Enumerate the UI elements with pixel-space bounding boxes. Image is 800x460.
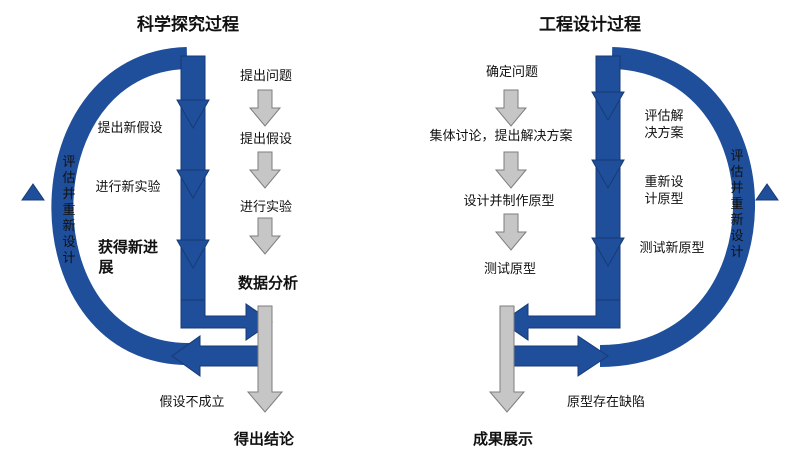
engineering-step-3: 设计并制作原型: [463, 194, 554, 209]
science-loop-arrowhead: [21, 183, 45, 201]
science-reevaluate-char: 设: [62, 235, 75, 250]
engineering-defect-arrow: [513, 335, 609, 377]
engineering-result: 成果展示: [473, 430, 533, 448]
science-loop-arc: [51, 47, 193, 366]
engineering-process: 工程设计过程 确定问题 集体讨论，提出解决方案 设计并制作原型 测试原型 成果展…: [429, 14, 779, 448]
science-gray-arrows: [246, 89, 284, 413]
science-flow-chevron-2: [176, 169, 210, 200]
engineering-reevaluate-char: 重: [730, 196, 743, 212]
engineering-gray-arrow-1: [494, 89, 528, 127]
engineering-step-1: 确定问题: [486, 65, 538, 80]
engineering-loop-arrowhead: [755, 183, 779, 201]
engineering-step-2: 集体讨论，提出解决方案: [429, 128, 572, 144]
engineering-gray-arrow-result: [488, 305, 526, 413]
science-gray-arrow-2: [248, 151, 282, 189]
science-loop-step-2: 进行新实验: [95, 179, 160, 195]
science-reevaluate-char: 重: [62, 202, 75, 218]
science-reevaluate-char: 并: [62, 187, 75, 202]
science-gray-arrow-conclusion: [246, 305, 284, 413]
engineering-loop-step-1a: 评估解: [644, 109, 683, 124]
engineering-title: 工程设计过程: [539, 14, 641, 35]
science-flow-chevron-1: [176, 99, 210, 130]
engineering-reevaluate-char: 设: [730, 229, 743, 244]
engineering-flow-chevron-2: [591, 159, 625, 190]
engineering-loop-step-2a: 重新设: [644, 174, 683, 190]
engineering-bend: [501, 299, 621, 341]
science-loop-step-1: 提出新假设: [97, 120, 162, 136]
engineering-loop-step-3: 测试新原型: [639, 240, 704, 256]
science-progress-line-1: 获得新进: [98, 238, 158, 256]
engineering-reevaluate-char: 新: [730, 212, 743, 228]
engineering-gray-arrows: [488, 89, 528, 413]
engineering-reevaluate-char: 估: [730, 165, 743, 180]
engineering-flow-chevron-3: [591, 237, 625, 268]
science-gray-arrow-1: [248, 89, 282, 127]
science-step-1: 提出问题: [240, 68, 292, 84]
science-not-valid: 假设不成立: [159, 395, 224, 410]
science-step-2: 提出假设: [240, 131, 292, 147]
science-reevaluate-char: 新: [62, 218, 75, 234]
engineering-reevaluate-char: 并: [730, 181, 743, 196]
science-progress-line-2: 展: [98, 258, 113, 276]
science-reevaluate-char: 评: [62, 155, 75, 170]
science-gray-arrow-3: [248, 217, 282, 255]
science-return-arrow: [171, 335, 263, 377]
science-flow-chevron-3: [176, 239, 210, 270]
science-analysis: 数据分析: [238, 274, 298, 292]
science-step-3: 进行实验: [240, 199, 292, 215]
engineering-loop-arc: [599, 47, 755, 367]
engineering-reevaluate-char: 评: [730, 149, 743, 164]
engineering-step-4: 测试原型: [484, 262, 536, 277]
engineering-loop-step-1b: 决方案: [644, 125, 683, 141]
science-title: 科学探究过程: [137, 14, 239, 35]
engineering-gray-arrow-2: [494, 151, 528, 189]
engineering-loop-step-2b: 计原型: [644, 192, 683, 207]
science-conclusion: 得出结论: [233, 430, 295, 448]
science-reevaluate-char: 估: [62, 171, 75, 186]
engineering-gray-arrow-3: [494, 213, 528, 251]
science-process: 科学探究过程 提出问题 提出假设 进行实验 数据分析 得出结论 提出新假设 进行…: [21, 14, 298, 448]
science-reevaluate-char: 计: [62, 251, 75, 266]
engineering-flow-chevron-1: [591, 91, 625, 122]
engineering-defect: 原型存在缺陷: [567, 395, 645, 410]
engineering-reevaluate-char: 计: [730, 245, 743, 260]
